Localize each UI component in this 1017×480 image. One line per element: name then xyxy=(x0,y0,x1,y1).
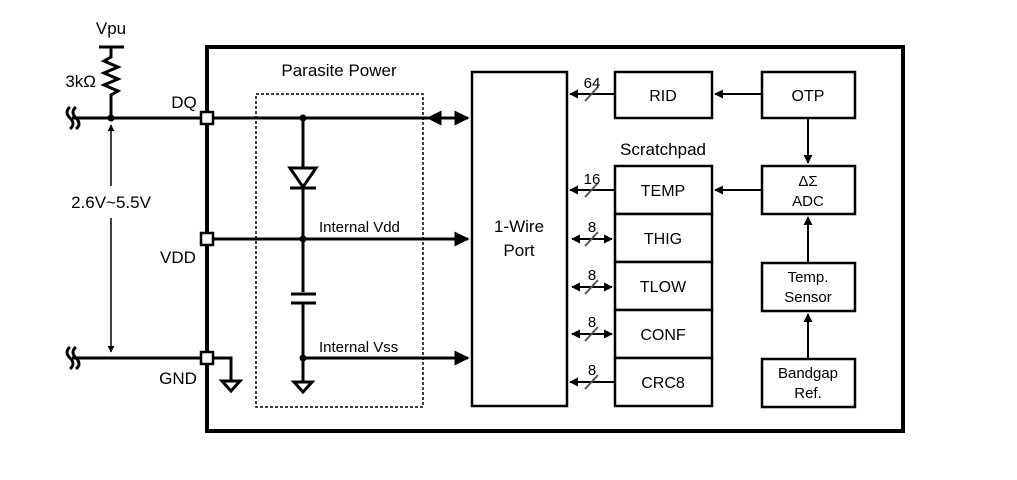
svg-text:16: 16 xyxy=(584,171,601,188)
diode-symbol xyxy=(287,166,319,190)
svg-text:OTP: OTP xyxy=(792,88,825,105)
svg-text:64: 64 xyxy=(584,75,601,92)
svg-text:TEMP: TEMP xyxy=(641,183,685,200)
svg-text:Sensor: Sensor xyxy=(784,289,832,306)
pin-gnd xyxy=(199,350,215,366)
svg-text:8: 8 xyxy=(588,314,596,331)
conf-bus: 8 xyxy=(571,314,613,342)
resistor-symbol xyxy=(100,47,122,118)
svg-text:ΔΣ: ΔΣ xyxy=(798,173,817,190)
bandgap-block: Bandgap Ref. xyxy=(760,357,857,409)
internal-vdd-label: Internal Vdd xyxy=(319,219,400,236)
svg-text:Bandgap: Bandgap xyxy=(778,365,838,382)
internal-vss-label: Internal Vss xyxy=(319,339,398,356)
one-wire-port-block: 1-Wire Port xyxy=(470,70,569,408)
pin-gnd-label: GND xyxy=(159,369,197,388)
dq-external-line: DQ xyxy=(65,93,207,131)
ground-icon xyxy=(207,356,244,394)
rid-bus: 64 xyxy=(569,75,615,102)
svg-text:CONF: CONF xyxy=(640,327,686,344)
svg-text:TLOW: TLOW xyxy=(640,279,687,296)
crc8-bus: 8 xyxy=(569,362,615,390)
svg-text:8: 8 xyxy=(588,219,596,236)
parasite-power-title: Parasite Power xyxy=(281,61,397,80)
pin-vdd-label: VDD xyxy=(160,248,196,267)
svg-text:Ref.: Ref. xyxy=(794,385,822,402)
register-temp xyxy=(613,164,714,216)
svg-text:8: 8 xyxy=(588,267,596,284)
voltage-range-indicator: 2.6V~5.5V xyxy=(71,124,152,353)
scratchpad-title: Scratchpad xyxy=(620,140,706,159)
svg-text:1-Wire: 1-Wire xyxy=(494,217,544,236)
register-crc8 xyxy=(613,356,714,408)
otp-block: OTP xyxy=(760,70,857,120)
svg-text:Port: Port xyxy=(503,241,534,260)
tlow-bus: 8 xyxy=(571,267,613,295)
gnd-external-line: GND xyxy=(65,345,244,394)
pin-dq xyxy=(199,110,215,126)
parasite-power-block: Parasite Power Internal Vdd Internal Vss xyxy=(207,61,470,408)
pullup-circuit: Vpu 3kΩ xyxy=(65,19,126,118)
svg-text:THIG: THIG xyxy=(644,231,682,248)
rid-block: RID xyxy=(613,70,714,120)
resistor-label: 3kΩ xyxy=(65,72,96,91)
pin-dq-label: DQ xyxy=(171,93,197,112)
svg-text:8: 8 xyxy=(588,362,596,379)
voltage-range-label: 2.6V~5.5V xyxy=(71,193,152,212)
svg-text:Temp.: Temp. xyxy=(788,269,829,286)
parasite-power-boundary xyxy=(255,93,424,408)
scratchpad-block: TEMP THIG TLOW CONF CRC8 xyxy=(613,164,714,408)
thig-bus: 8 xyxy=(571,219,613,247)
svg-text:RID: RID xyxy=(649,88,677,105)
adc-block: ΔΣ ADC xyxy=(760,164,857,216)
svg-text:CRC8: CRC8 xyxy=(641,375,685,392)
vpu-label: Vpu xyxy=(96,19,126,38)
register-tlow xyxy=(613,260,714,312)
temp-sensor-block: Temp. Sensor xyxy=(760,261,857,313)
pin-vdd xyxy=(199,231,215,247)
temp-bus: 16 xyxy=(569,171,615,198)
ground-icon xyxy=(290,380,316,395)
svg-text:ADC: ADC xyxy=(792,193,824,210)
